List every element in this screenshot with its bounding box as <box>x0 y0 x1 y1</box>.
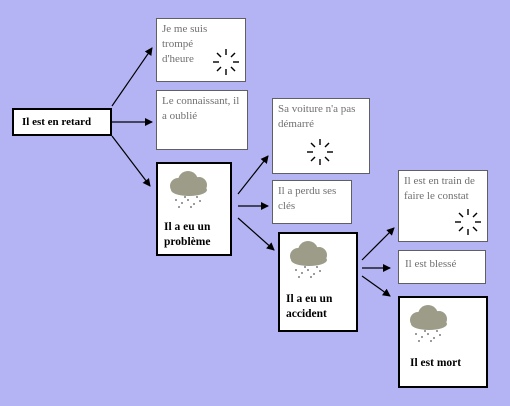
arrow-probleme-accident <box>237 217 275 251</box>
node-voiture-label: Sa voiture n'a pas démarré <box>278 103 356 130</box>
node-probleme-label: Il a eu un problème <box>164 221 211 248</box>
rain-cloud-icon <box>170 171 207 208</box>
sun-icon <box>213 49 239 75</box>
node-accident-label: Il a eu un accident <box>286 293 333 320</box>
node-mort: Il est mort <box>398 296 488 388</box>
sun-icon <box>455 209 481 235</box>
arrow-accident-constat <box>361 227 395 261</box>
node-accident: Il a eu un accident <box>278 232 358 332</box>
node-mort-label: Il est mort <box>410 357 462 369</box>
arrow-probleme-voiture <box>237 155 269 195</box>
node-oublie-label: Le connaissant, il a oublié <box>162 95 240 122</box>
arrow-root-probleme <box>111 135 151 187</box>
node-probleme: Il a eu un problème <box>156 162 232 256</box>
arrow-root-trompe <box>111 47 153 107</box>
node-cles-label: Il a perdu ses clés <box>278 185 337 212</box>
node-blesse: Il est blessé <box>398 250 486 284</box>
node-trompe-label: Je me suis trompé d'heure <box>162 23 208 65</box>
rain-cloud-icon <box>410 305 447 342</box>
node-retard: Il est en retard <box>12 108 112 136</box>
arrow-accident-mort <box>361 275 391 297</box>
sun-icon <box>307 139 333 165</box>
node-trompe: Je me suis trompé d'heure <box>156 18 246 82</box>
node-constat-label: Il est en train de faire le constat <box>404 175 475 202</box>
node-cles: Il a perdu ses clés <box>272 180 352 224</box>
rain-cloud-icon <box>290 241 327 278</box>
node-retard-label: Il est en retard <box>22 116 92 128</box>
node-oublie: Le connaissant, il a oublié <box>156 90 248 150</box>
node-voiture: Sa voiture n'a pas démarré <box>272 98 370 174</box>
node-constat: Il est en train de faire le constat <box>398 170 488 242</box>
node-blesse-label: Il est blessé <box>405 258 457 270</box>
